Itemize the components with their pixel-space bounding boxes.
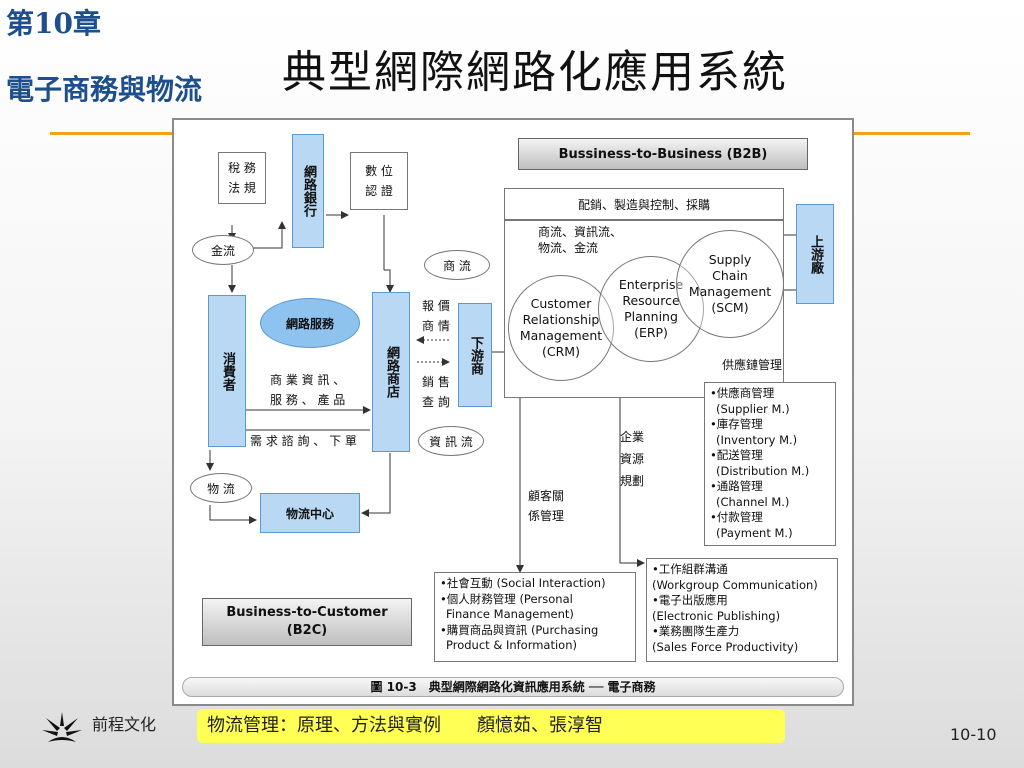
crm-label-2: 係管理 (528, 509, 565, 523)
info-flow-oval: 資 訊 流 (418, 426, 484, 456)
erp-label-3: 規劃 (620, 474, 645, 488)
crm-list-item: •個人財務管理 (Personal (440, 591, 573, 606)
erp-line-2: Resource (622, 293, 680, 308)
erp-line-4: (ERP) (634, 325, 668, 340)
scm-list-item: •配送管理 (710, 448, 763, 462)
crm-label: 顧客關 係管理 (528, 486, 564, 526)
digital-label-2: 認 證 (365, 184, 393, 198)
sales-line-2: 查 詢 (422, 395, 450, 409)
upstream-box: 上游廠 (796, 204, 834, 304)
scm-line-4: (SCM) (711, 300, 749, 315)
sales-query-label: 銷 售查 詢 (422, 372, 450, 412)
b2b-label: Bussiness-to-Business (B2B) (518, 138, 808, 170)
demand-label: 需 求 諮 詢 、 下 單 (250, 434, 357, 448)
flows-label: 商流、資訊流、物流、金流 (538, 224, 622, 256)
erp-label: 企業 資源 規劃 (620, 426, 644, 492)
logistics-center-box: 物流中心 (260, 493, 360, 533)
crm-line-3: Management (519, 328, 603, 343)
consumer-box: 消費者 (208, 295, 246, 447)
sales-line-1: 銷 售 (422, 375, 450, 389)
erp-line-3: Planning (624, 309, 678, 324)
money-flow-oval: 金流 (192, 235, 254, 265)
crm-list-item: •社會互動 (Social Interaction) (440, 576, 606, 590)
biz-info-line-1: 商 業 資 訊 、 (270, 373, 346, 387)
crm-list-item: Product & Information) (446, 638, 577, 652)
chapter-number: 第10章 (6, 7, 101, 40)
quote-label: 報 價商 情 (422, 296, 450, 336)
erp-list-item: (Electronic Publishing) (652, 608, 781, 623)
erp-list-item: •工作組群溝通 (652, 562, 728, 576)
distribution-box: 配銷、製造與控制、採購 (504, 188, 784, 220)
logistics-flow-oval: 物 流 (190, 473, 252, 503)
crm-list-item: •購買商品與資訊 (Purchasing (440, 622, 599, 637)
scm-list-item: (Distribution M.) (716, 463, 810, 478)
commerce-flow-oval: 商 流 (424, 250, 490, 280)
erp-label-1: 企業 (620, 430, 645, 444)
slide-title: 典型網際網路化應用系統 (282, 47, 788, 98)
flows-line-2: 物流、金流 (538, 241, 599, 255)
erp-line-1: Enterprise (618, 277, 684, 292)
page-number: 10-10 (950, 725, 997, 744)
biz-info-label: 商 業 資 訊 、服 務 、 產 品 (270, 370, 345, 410)
net-store-box: 網路商店 (372, 292, 410, 452)
scm-line-3: Management (688, 284, 772, 299)
supply-chain-mgmt-label: 供應鏈管理 (722, 358, 783, 372)
b2c-label: Business-to-Customer (B2C) (202, 598, 412, 646)
crm-list-item: Finance Management) (446, 607, 574, 621)
scm-list: •供應商管理 (Supplier M.) •庫存管理 (Inventory M.… (704, 382, 836, 546)
erp-list-item: •業務團隊生產力 (652, 624, 740, 638)
online-bank-box: 網路銀行 (292, 134, 324, 248)
erp-list-item: (Sales Force Productivity) (652, 639, 799, 654)
scm-list-item: •付款管理 (710, 510, 763, 524)
net-service-oval: 網路服務 (260, 298, 360, 348)
downstream-box: 下游商 (458, 303, 492, 407)
b2c-line-1: Business-to-Customer (226, 605, 388, 620)
scm-list-item: (Inventory M.) (716, 432, 798, 447)
figure-panel: 稅 務法 規 網路銀行 數 位認 證 金流 商 流 Bussiness-to-B… (172, 118, 854, 706)
publisher-name: 前程文化 (92, 715, 157, 734)
erp-list-item: •電子出版應用 (652, 593, 728, 607)
tax-label-1: 稅 務 (228, 161, 256, 175)
scm-line-1: Supply (708, 252, 752, 267)
figure-caption: 圖 10-3 典型網際網路化資訊應用系統 ── 電子商務 (182, 677, 844, 697)
crm-label-1: 顧客關 (528, 489, 565, 503)
digital-label-1: 數 位 (365, 164, 393, 178)
crm-line-4: (CRM) (542, 344, 580, 359)
crm-line-1: Customer (530, 296, 592, 311)
scm-list-item: (Payment M.) (716, 525, 793, 540)
scm-list-item: •供應商管理 (710, 386, 775, 400)
quote-line-1: 報 價 (422, 299, 450, 313)
flows-line-1: 商流、資訊流、 (538, 225, 623, 239)
erp-list: •工作組群溝通 (Workgroup Communication) •電子出版應… (646, 558, 838, 662)
erp-label-2: 資源 (620, 452, 645, 466)
scm-list-item: •通路管理 (710, 479, 763, 493)
tax-law-box: 稅 務法 規 (218, 152, 266, 204)
chapter-title: 電子商務與物流 (6, 73, 203, 106)
tax-label-2: 法 規 (228, 181, 256, 195)
digital-cert-box: 數 位認 證 (350, 152, 408, 210)
publisher-logo (40, 708, 84, 752)
publisher-logo-icon (42, 712, 82, 742)
scm-line-2: Chain (712, 268, 748, 283)
erp-list-item: (Workgroup Communication) (652, 577, 818, 592)
crm-list: •社會互動 (Social Interaction) •個人財務管理 (Pers… (434, 572, 636, 662)
scm-list-item: •庫存管理 (710, 417, 763, 431)
scm-list-item: (Supplier M.) (716, 401, 790, 416)
crm-line-2: Relationship (522, 312, 600, 327)
book-info-bar: 物流管理：原理、方法與實例 顏憶茹、張淳智 (197, 709, 785, 743)
chapter-heading: 第10章 電子商務與物流 (6, 6, 202, 108)
biz-info-line-2: 服 務 、 產 品 (270, 393, 346, 407)
quote-line-2: 商 情 (422, 319, 450, 333)
b2c-line-2: (B2C) (286, 623, 328, 638)
scm-list-item: (Channel M.) (716, 494, 790, 509)
